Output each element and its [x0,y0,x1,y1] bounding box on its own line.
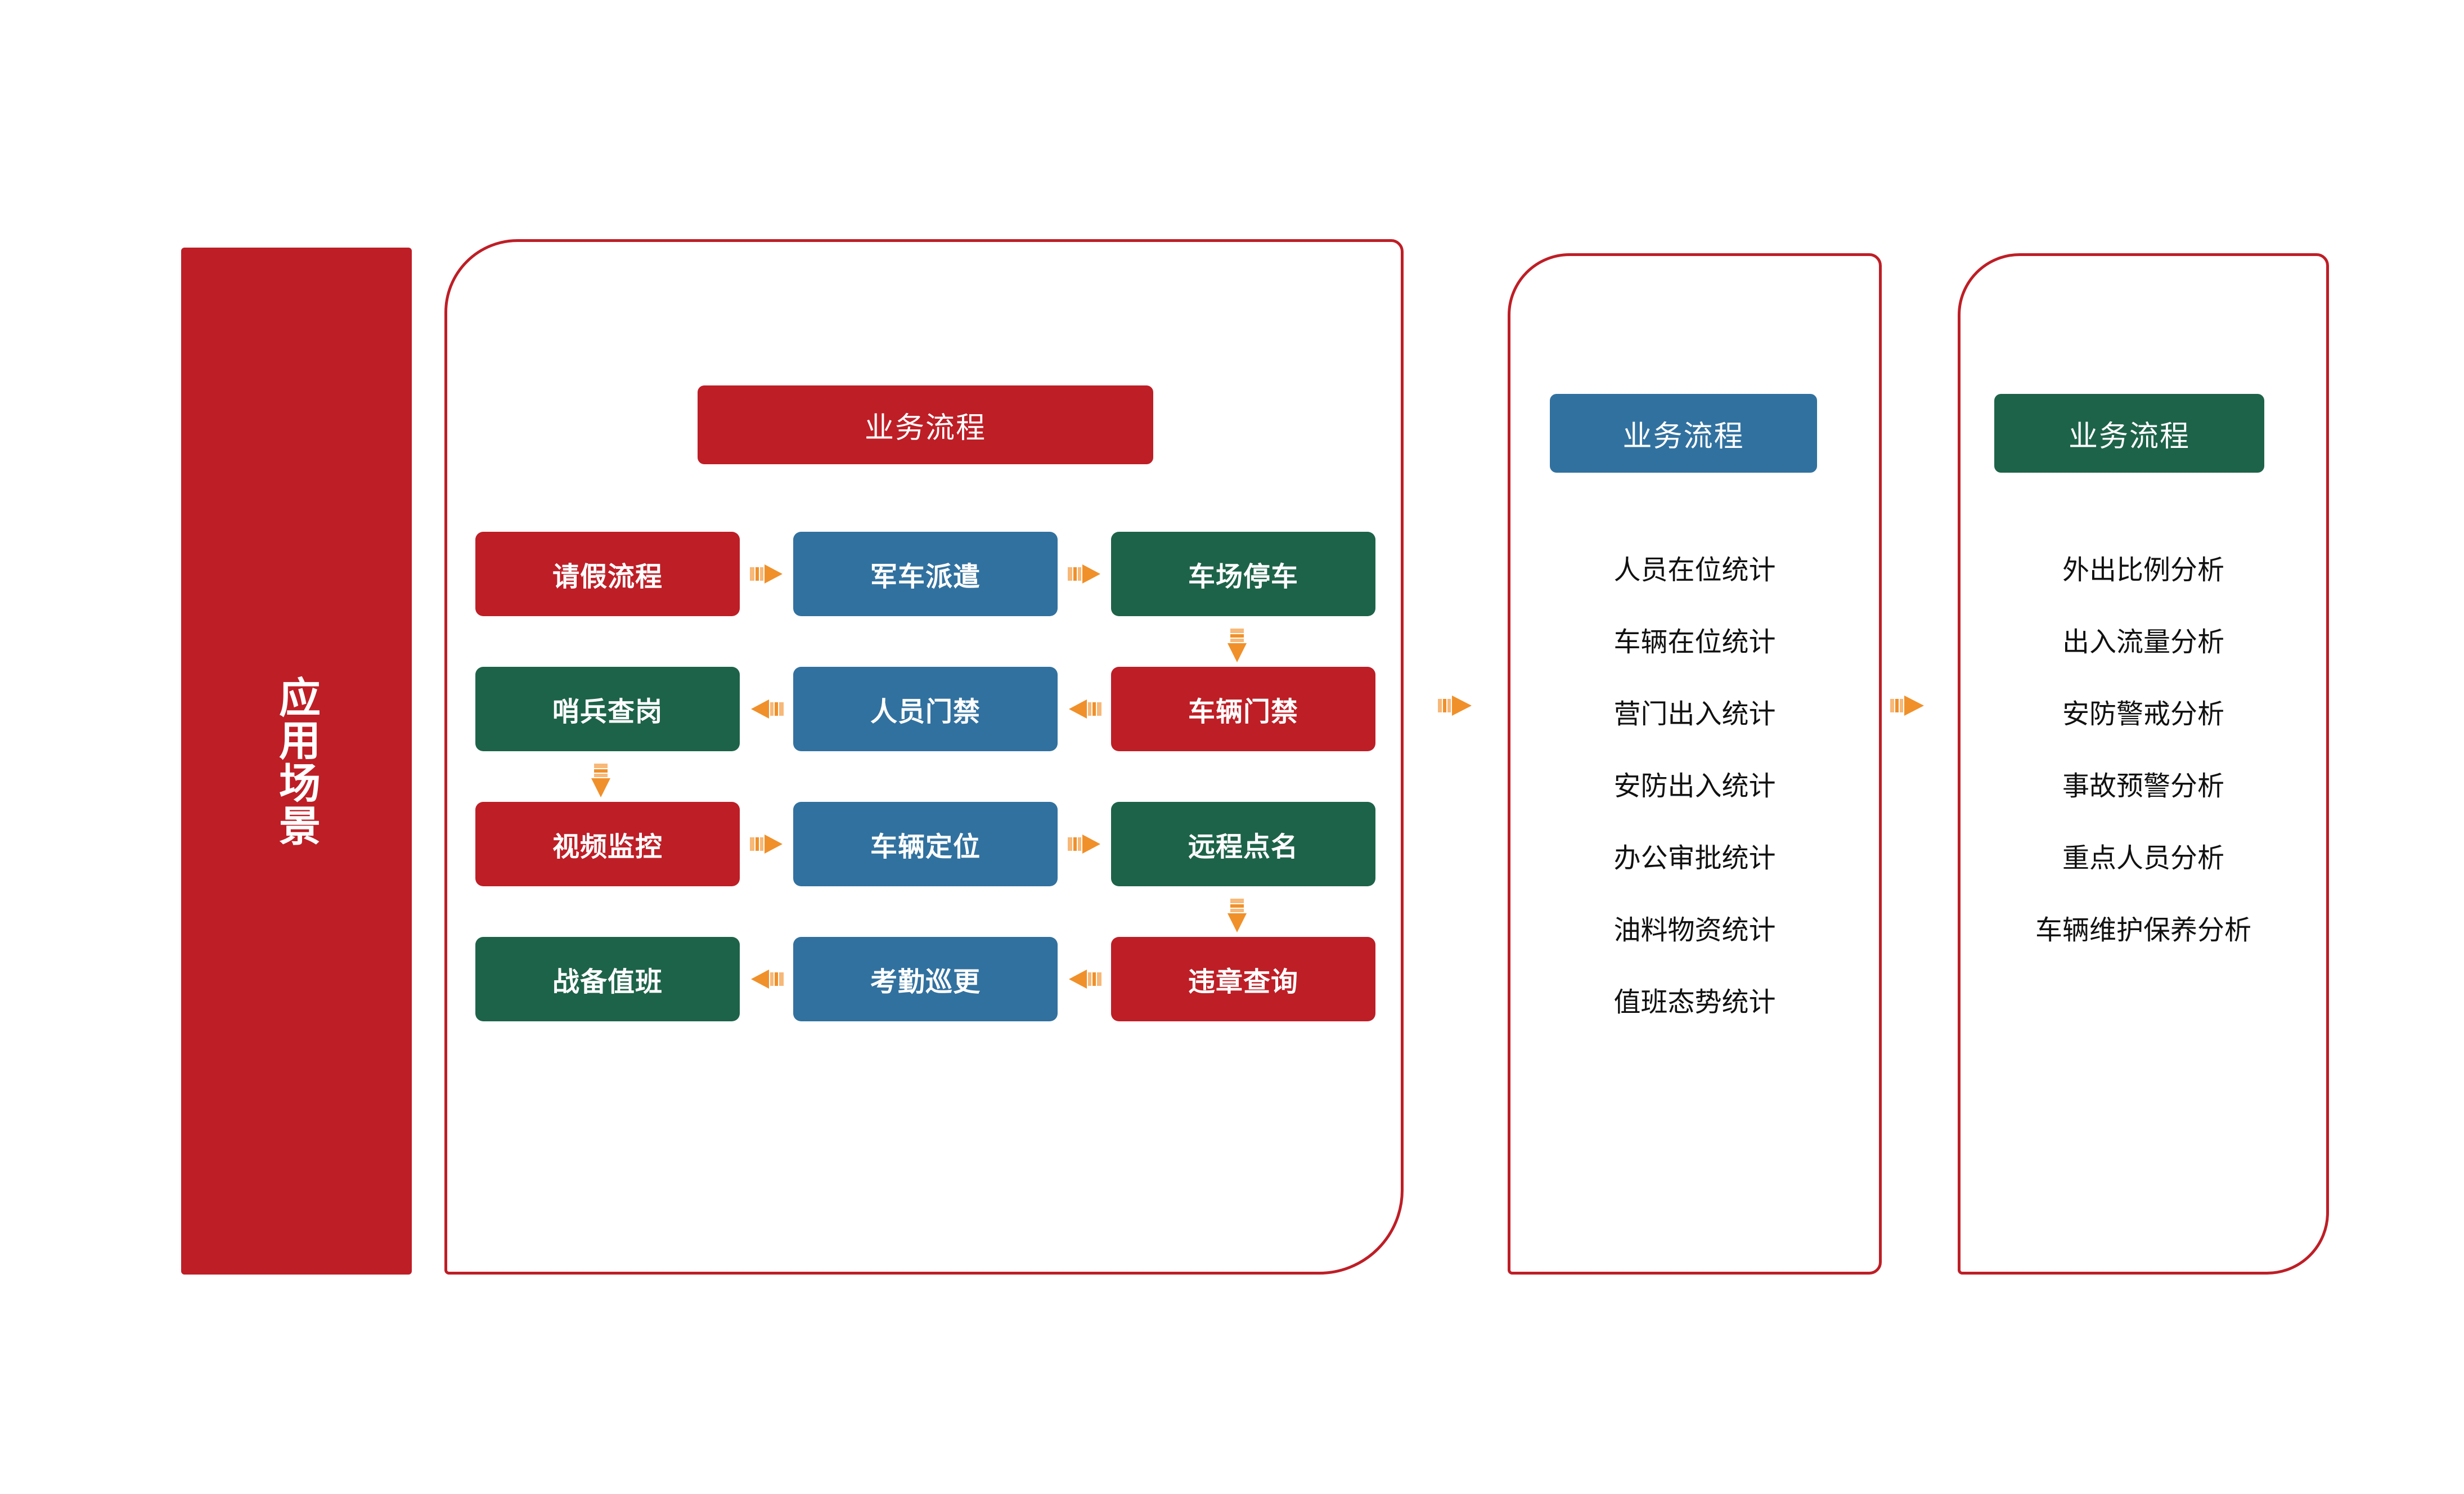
list-item[interactable]: 安防警戒分析 [2062,699,2224,729]
list-item[interactable]: 值班态势统计 [1613,988,1776,1017]
statistics-panel-header: 业务流程 [1550,394,1817,473]
scenario-banner: 应用场景 [181,248,412,1275]
flow-step-box[interactable]: 远程点名 [1111,802,1375,886]
arrow-left-icon [1068,696,1101,722]
flow-step-box[interactable]: 请假流程 [475,532,740,616]
arrow-down-icon [1224,629,1250,663]
flow-row: 视频监控 车辆定位 [475,802,1375,886]
analysis-list: 外出比例分析 出入流量分析 安防警戒分析 事故预警分析 重点人员分析 车辆维护保… [1963,535,2323,967]
flow-step-box[interactable]: 考勤巡更 [793,937,1058,1021]
arrow-right-icon [1068,561,1101,587]
flow-step-label: 军车派遣 [870,562,981,592]
list-item[interactable]: 营门出入统计 [1613,699,1776,729]
arrow-right-icon [750,831,784,857]
flow-step-box[interactable]: 人员门禁 [793,667,1058,751]
list-item[interactable]: 出入流量分析 [2062,627,2224,657]
arrow-right-icon [750,561,784,587]
arrow-down-icon [588,764,614,798]
flow-step-label: 车场停车 [1188,562,1298,592]
list-item[interactable]: 办公审批统计 [1613,844,1776,873]
flow-row: 哨兵查岗 人员门禁 [475,667,1375,751]
flow-step-label: 战备值班 [552,967,663,997]
flow-row: 请假流程 军车派遣 [475,532,1375,616]
list-item[interactable]: 外出比例分析 [2062,555,2224,585]
flow-step-box[interactable]: 车辆定位 [793,802,1058,886]
list-item[interactable]: 车辆在位统计 [1613,627,1776,657]
main-flow-header: 业务流程 [698,385,1153,464]
flow-step-box[interactable]: 视频监控 [475,802,740,886]
flow-step-label: 违章查询 [1188,967,1298,997]
main-flow-header-label: 业务流程 [864,411,986,445]
list-item[interactable]: 事故预警分析 [2062,771,2224,801]
arrow-right-icon [1068,831,1101,857]
flow-step-box[interactable]: 车场停车 [1111,532,1375,616]
flow-step-label: 考勤巡更 [870,967,981,997]
list-item[interactable]: 车辆维护保养分析 [2035,916,2251,945]
arrow-left-icon [750,696,784,722]
flow-step-box[interactable]: 车辆门禁 [1111,667,1375,751]
list-item[interactable]: 油料物资统计 [1613,916,1776,945]
flow-grid: 请假流程 军车派遣 [475,532,1375,1021]
list-item[interactable]: 人员在位统计 [1613,555,1776,585]
flow-step-label: 请假流程 [552,562,663,592]
connector-arrow-statistics-to-analysis [1890,692,1925,719]
arrow-left-icon [1068,966,1101,992]
flow-step-label: 车辆门禁 [1188,697,1298,727]
list-item[interactable]: 重点人员分析 [2062,844,2224,873]
statistics-panel-header-label: 业务流程 [1622,420,1744,453]
flow-step-box[interactable]: 哨兵查岗 [475,667,740,751]
arrow-down-icon [1224,899,1250,934]
flow-step-label: 哨兵查岗 [552,697,663,727]
scenario-banner-label: 应用场景 [273,675,320,847]
flow-row: 战备值班 考勤巡更 [475,937,1375,1021]
list-item[interactable]: 安防出入统计 [1613,771,1776,801]
analysis-panel-header-label: 业务流程 [2068,420,2190,453]
connector-arrow-main-to-statistics [1438,692,1473,719]
statistics-list: 人员在位统计 车辆在位统计 营门出入统计 安防出入统计 办公审批统计 油料物资统… [1513,535,1876,1039]
flow-step-label: 车辆定位 [870,832,981,862]
analysis-panel-header: 业务流程 [1994,394,2264,473]
flow-step-box[interactable]: 违章查询 [1111,937,1375,1021]
flow-step-box[interactable]: 军车派遣 [793,532,1058,616]
flow-step-label: 视频监控 [552,832,663,862]
flow-step-box[interactable]: 战备值班 [475,937,740,1021]
flow-step-label: 人员门禁 [870,697,981,727]
flow-step-label: 远程点名 [1188,832,1298,862]
arrow-left-icon [750,966,784,992]
